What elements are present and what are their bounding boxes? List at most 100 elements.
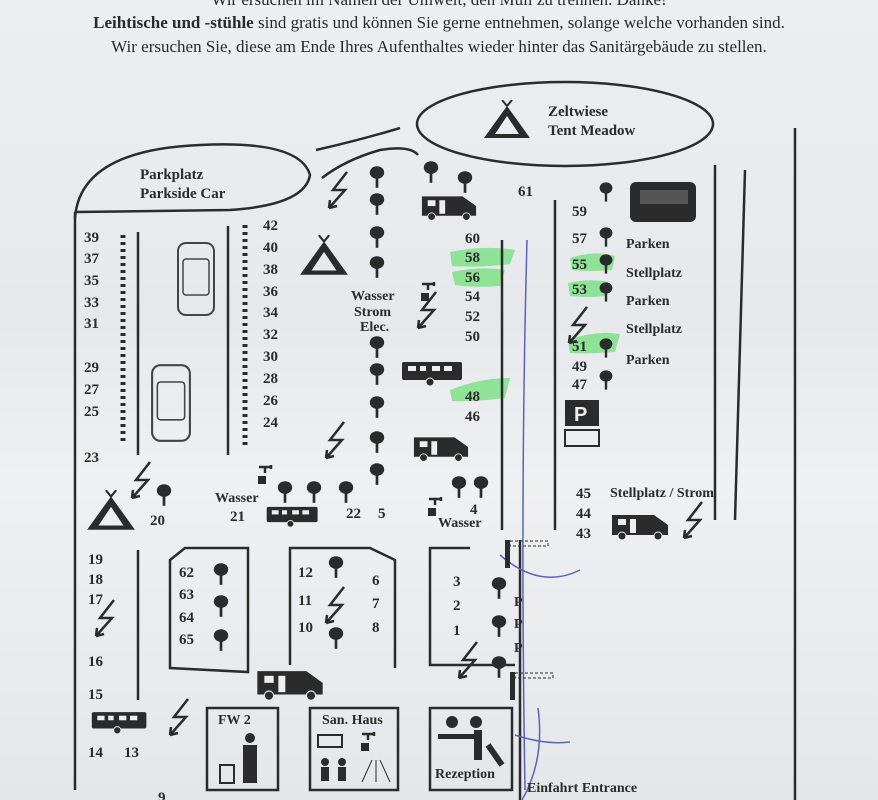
tree-icon [423, 161, 439, 183]
plot-45: 45 [576, 486, 591, 502]
plot-12: 12 [298, 565, 313, 581]
motorhome-icon [413, 436, 469, 463]
plot-21: 21 [230, 509, 245, 525]
san-haus-label: San. Haus [322, 713, 383, 728]
plot-15: 15 [88, 687, 103, 703]
parken-label: Parken [626, 237, 670, 252]
tree-icon [491, 615, 507, 637]
motorhome-icon [256, 670, 324, 701]
barrier-icon [505, 540, 549, 568]
lightning-icon [324, 585, 346, 625]
plot-58: 58 [465, 250, 480, 266]
header-line-2-rest: sind gratis und können Sie gerne entnehm… [253, 13, 785, 32]
lightning-icon [168, 697, 190, 737]
plot-5: 5 [378, 506, 386, 522]
header-line-3: Wir ersuchen Sie, diese am Ende Ihres Au… [111, 37, 767, 56]
header-line-2: Leihtische und -stühle sind gratis und k… [0, 13, 878, 33]
plot-2: 2 [453, 598, 461, 614]
plot-8: 8 [372, 620, 380, 636]
wasser-label: Wasser [215, 491, 259, 506]
parking-p-label: P [514, 617, 523, 632]
caravan-icon [401, 361, 463, 387]
tree-icon [213, 595, 229, 617]
plot-9: 9 [158, 790, 166, 800]
plot-28: 28 [263, 371, 278, 387]
tree-icon [473, 476, 489, 498]
plot-7: 7 [372, 596, 380, 612]
plot-57: 57 [572, 231, 588, 247]
strom-label: Strom [354, 305, 391, 320]
tree-icon [369, 166, 385, 188]
lightning-icon [324, 420, 346, 460]
plot-33: 33 [84, 295, 99, 311]
elec-label: Elec. [360, 320, 389, 335]
plot-4: 4 [470, 502, 478, 518]
plot-59: 59 [572, 204, 587, 220]
plot-11: 11 [298, 593, 312, 609]
parking-p-label: P [514, 595, 523, 610]
lightning-icon [682, 500, 704, 540]
plot-30: 30 [263, 349, 278, 365]
plot-23: 23 [84, 450, 99, 466]
plot-17: 17 [88, 592, 104, 608]
plot-6: 6 [372, 573, 380, 589]
plot-53: 53 [572, 282, 587, 298]
plot-42: 42 [263, 218, 278, 234]
barrier-icon [510, 672, 554, 700]
tree-icon [369, 193, 385, 215]
plot-44: 44 [576, 506, 592, 522]
parkplatz-label: Parkplatz [140, 167, 204, 183]
stellplatz-label: Stellplatz [626, 322, 682, 337]
plot-46: 46 [465, 409, 481, 425]
tree-icon [369, 396, 385, 418]
parking-p-label: P [514, 641, 523, 656]
parken-label: Parken [626, 294, 670, 309]
plot-32: 32 [263, 327, 278, 343]
plot-38: 38 [263, 262, 278, 278]
motorhome-icon [421, 195, 477, 222]
plot-18: 18 [88, 572, 103, 588]
plot-35: 35 [84, 273, 99, 289]
highlighter-marks [450, 247, 620, 402]
tree-icon [213, 563, 229, 585]
plot-65: 65 [179, 632, 194, 648]
fw2-label: FW 2 [218, 713, 251, 728]
plot-22: 22 [346, 506, 361, 522]
plot-34: 34 [263, 305, 279, 321]
tree-icon [491, 656, 507, 678]
plot-62: 62 [179, 565, 194, 581]
tent-icon [483, 100, 531, 139]
parking-sign-icon: P [564, 400, 600, 447]
tree-icon [338, 481, 354, 503]
tree-icon [328, 556, 344, 578]
tree-icon [599, 182, 613, 202]
wasser-label: Wasser [438, 516, 482, 531]
tree-icon [457, 171, 473, 193]
plot-55: 55 [572, 257, 587, 273]
tree-icon [277, 481, 293, 503]
zeltwiese-label: Zeltwiese [548, 104, 608, 120]
water-tap-icon [256, 463, 273, 485]
tree-icon [369, 431, 385, 453]
tree-icon [369, 336, 385, 358]
trees [156, 161, 613, 678]
plot-54: 54 [465, 289, 481, 305]
plot-64: 64 [179, 610, 195, 626]
plot-27: 27 [84, 382, 100, 398]
plot-40: 40 [263, 240, 278, 256]
tree-icon [306, 481, 322, 503]
parken-label: Parken [626, 353, 670, 368]
plot-36: 36 [263, 284, 279, 300]
plot-63: 63 [179, 587, 194, 603]
plot-37: 37 [84, 251, 100, 267]
plot-51: 51 [572, 339, 587, 355]
reception-icon [438, 716, 505, 767]
parkside-car-label: Parkside Car [140, 186, 226, 202]
tree-icon [328, 627, 344, 649]
lightning-icon [130, 460, 152, 500]
tree-icon [156, 484, 172, 506]
plot-47: 47 [572, 377, 588, 393]
plot-52: 52 [465, 309, 480, 325]
